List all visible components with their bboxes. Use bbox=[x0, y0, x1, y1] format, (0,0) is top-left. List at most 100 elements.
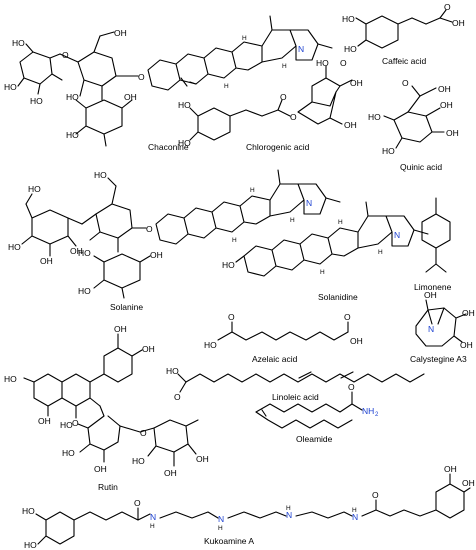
calystegine-oh-2: OH bbox=[462, 308, 475, 318]
chlorogenic-o-1: O bbox=[280, 92, 287, 102]
solanine-h-2: H bbox=[232, 237, 237, 244]
quinic-oh-2: OH bbox=[440, 100, 453, 110]
solanine-oh-2: OH bbox=[70, 246, 83, 256]
rutin-ho-3: HO bbox=[62, 448, 75, 458]
azelaic-o-2: O bbox=[344, 312, 351, 322]
label-oleamide: Oleamide bbox=[296, 434, 333, 444]
solanidine-h-1: H bbox=[338, 219, 343, 226]
chaconine-o-2: O bbox=[138, 72, 145, 82]
kukoamine-n-4: N bbox=[352, 512, 358, 522]
rutin-ho-1: HO bbox=[4, 374, 17, 384]
kukoamine-o-1: O bbox=[134, 498, 141, 508]
label-chlorogenic-acid: Chlorogenic acid bbox=[246, 142, 310, 152]
azelaic-o-1: O bbox=[228, 312, 235, 322]
limonene-structure bbox=[421, 197, 451, 273]
calystegine-oh-3: OH bbox=[460, 340, 473, 350]
caffeic-ho-2: HO bbox=[344, 44, 357, 54]
quinic-oh-1: OH bbox=[438, 84, 451, 94]
rutin-oh-2: OH bbox=[114, 324, 127, 334]
chaconine-oh-4: OH bbox=[114, 28, 127, 38]
chlorogenic-acid-structure bbox=[189, 65, 353, 141]
solanine-ho-1: HO bbox=[28, 184, 41, 194]
kukoamine-n-2: N bbox=[218, 514, 224, 524]
rutin-ho-2: HO bbox=[60, 420, 73, 430]
linoleic-acid-structure bbox=[177, 371, 425, 393]
chlorogenic-oh-1: OH bbox=[350, 78, 363, 88]
kukoamine-o-2: O bbox=[372, 490, 379, 500]
rutin-oh-1: OH bbox=[38, 416, 51, 426]
solanidine-n: N bbox=[394, 230, 400, 240]
chaconine-structure bbox=[17, 15, 333, 147]
label-limonene: Limonene bbox=[414, 282, 452, 292]
solanidine-h-2: H bbox=[320, 269, 325, 276]
caffeic-o: O bbox=[444, 2, 451, 12]
kukoamine-ho-2: HO bbox=[24, 540, 37, 550]
linoleic-ho: HO bbox=[166, 366, 179, 376]
solanine-ho-5: HO bbox=[78, 286, 91, 296]
label-linoleic-acid: Linoleic acid bbox=[272, 392, 319, 402]
kukoamine-h-1: H bbox=[150, 523, 155, 530]
chaconine-h-1: H bbox=[242, 35, 247, 42]
chaconine-n: N bbox=[298, 44, 304, 54]
calystegine-a3-structure bbox=[415, 299, 467, 347]
caffeic-oh: OH bbox=[452, 18, 465, 28]
kukoamine-oh-1: OH bbox=[444, 464, 457, 474]
azelaic-acid-structure bbox=[217, 321, 349, 341]
quinic-ho-2: HO bbox=[382, 146, 395, 156]
azelaic-ho: HO bbox=[204, 340, 217, 350]
solanine-ho-4: HO bbox=[78, 248, 91, 258]
oleamide-nh: NH bbox=[362, 406, 374, 416]
quinic-o: O bbox=[402, 78, 409, 88]
kukoamine-oh-2: OH bbox=[462, 478, 475, 488]
calystegine-oh-1: OH bbox=[424, 290, 437, 300]
kukoamine-n-3: N bbox=[286, 510, 292, 520]
kukoamine-h-2: H bbox=[218, 525, 223, 532]
rutin-oh-4: OH bbox=[94, 464, 107, 474]
calystegine-n: N bbox=[428, 324, 434, 334]
chaconine-oh-1: HO bbox=[12, 38, 25, 48]
label-quinic-acid: Quinic acid bbox=[400, 162, 442, 172]
kukoamine-ho-1: HO bbox=[22, 506, 35, 516]
chaconine-oh-2: HO bbox=[4, 82, 17, 92]
chlorogenic-o-2: O bbox=[290, 112, 297, 122]
solanidine-structure bbox=[235, 201, 429, 277]
oleamide-o: O bbox=[348, 382, 355, 392]
solanine-structure bbox=[21, 169, 341, 299]
solanidine-ho: HO bbox=[222, 260, 235, 270]
kukoamine-h-4: H bbox=[352, 507, 357, 514]
rutin-oh-3: OH bbox=[142, 344, 155, 354]
chaconine-h-2: H bbox=[224, 83, 229, 90]
label-caffeic-acid: Caffeic acid bbox=[382, 56, 427, 66]
caffeic-acid-structure bbox=[355, 9, 453, 49]
solanine-oh-1: OH bbox=[40, 256, 53, 266]
solanine-h-3: H bbox=[290, 217, 295, 224]
solanine-ho-2: HO bbox=[8, 242, 21, 252]
chlorogenic-ho-2: HO bbox=[178, 138, 191, 148]
kukoamine-a-structure bbox=[35, 473, 471, 545]
solanine-o-1: O bbox=[146, 224, 153, 234]
solanidine-h-3: H bbox=[378, 249, 383, 256]
label-kukoamine-a: Kukoamine A bbox=[204, 536, 254, 546]
label-solanine: Solanine bbox=[110, 302, 143, 312]
chlorogenic-ho-1: HO bbox=[178, 100, 191, 110]
label-solanidine: Solanidine bbox=[318, 292, 358, 302]
rutin-oh-5: OH bbox=[164, 468, 177, 478]
caffeic-ho-1: HO bbox=[342, 14, 355, 24]
label-calystegine-a3: Calystegine A3 bbox=[410, 354, 467, 364]
rutin-structure bbox=[23, 333, 199, 467]
chaconine-h-3: H bbox=[282, 63, 287, 70]
solanine-h-1: H bbox=[250, 187, 255, 194]
quinic-acid-structure bbox=[383, 85, 445, 149]
chlorogenic-o-3: O bbox=[340, 58, 347, 68]
label-azelaic-acid: Azelaic acid bbox=[252, 354, 298, 364]
label-rutin: Rutin bbox=[98, 482, 118, 492]
chaconine-oh-6: OH bbox=[124, 92, 137, 102]
solanine-ho-3: HO bbox=[94, 170, 107, 180]
solanine-n: N bbox=[306, 198, 312, 208]
quinic-ho-1: HO bbox=[368, 112, 381, 122]
chaconine-oh-5: HO bbox=[66, 92, 79, 102]
chaconine-oh-7: HO bbox=[66, 130, 79, 140]
chlorogenic-ho-3: HO bbox=[316, 58, 329, 68]
chaconine-oh-3: HO bbox=[30, 96, 43, 106]
